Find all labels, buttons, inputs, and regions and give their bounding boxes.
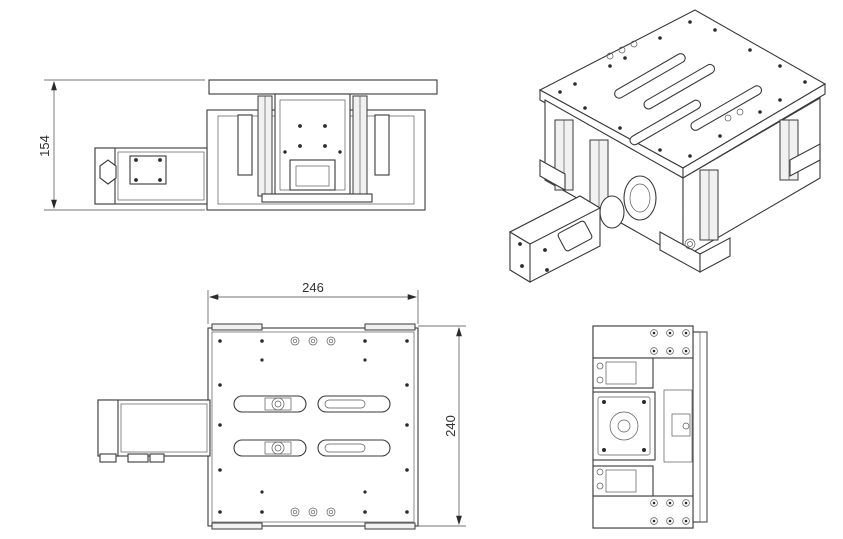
top-view: 246 240 [97, 280, 466, 530]
isometric-view [508, 9, 827, 283]
end-view [592, 325, 708, 529]
side-view: 154 [37, 79, 438, 211]
height-dimension-label: 154 [37, 135, 52, 157]
width-dimension-label: 246 [302, 280, 324, 295]
depth-dimension-label: 240 [443, 415, 458, 437]
